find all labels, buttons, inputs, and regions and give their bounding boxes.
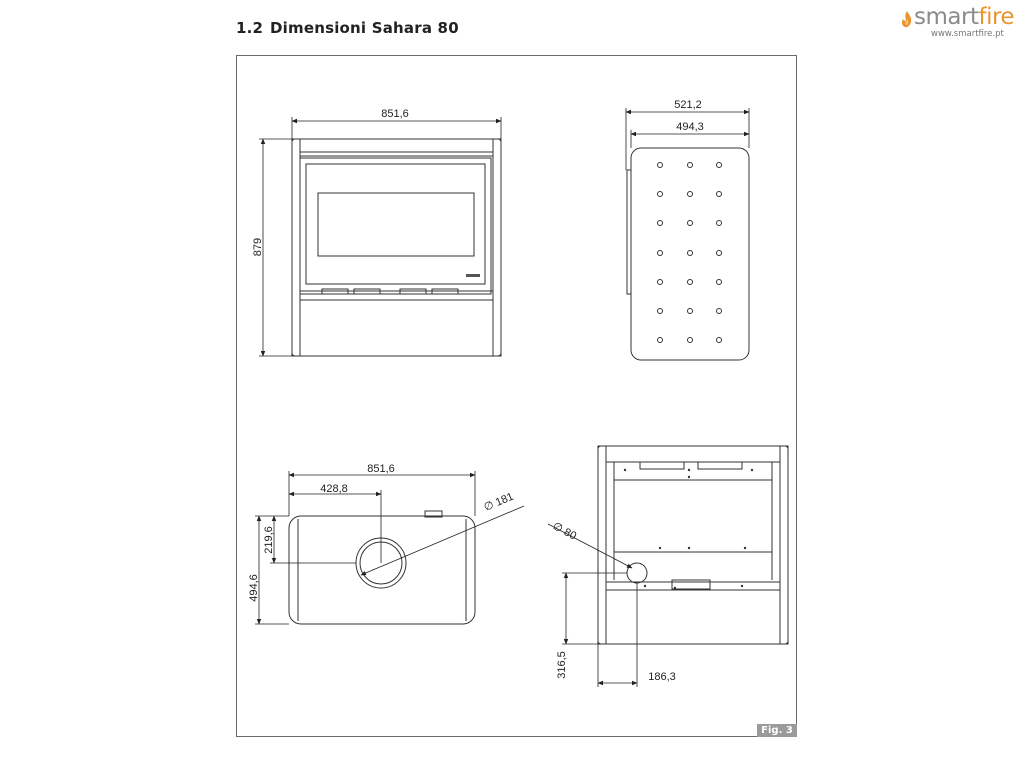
rear-inlet-offset-label: 186,3 <box>648 671 676 683</box>
rivet <box>687 475 691 479</box>
side-view-outline <box>630 147 750 361</box>
vent-hole <box>657 308 663 314</box>
logo-wordmark: smartfire <box>914 4 1015 30</box>
vent-hole <box>657 250 663 256</box>
section-title: Dimensioni Sahara 80 <box>270 19 459 37</box>
rear-view-air-inlet <box>626 562 648 584</box>
front-view-dimensions <box>259 117 502 357</box>
rivet <box>623 468 627 472</box>
vent-hole <box>687 191 693 197</box>
logo-word-smart: smart <box>914 4 979 30</box>
top-view <box>288 510 476 625</box>
front-width-label: 851,6 <box>381 108 409 120</box>
side-view-vent-holes <box>657 162 722 343</box>
vent-hole <box>687 308 693 314</box>
top-depth-label: 494,6 <box>248 574 260 602</box>
rear-view <box>597 445 789 645</box>
vent-hole <box>687 337 693 343</box>
logo-word-fire: fire <box>978 4 1015 30</box>
rivet <box>643 584 647 588</box>
rivet <box>750 468 754 472</box>
vent-hole <box>716 279 722 285</box>
vent-hole <box>687 250 693 256</box>
vent-hole <box>716 337 722 343</box>
front-view-outline <box>291 138 502 357</box>
front-view <box>291 138 502 357</box>
rear-inlet-height-label: 316,5 <box>556 651 568 679</box>
rear-inlet-leader <box>547 523 633 569</box>
rear-view-left-panel <box>597 445 607 645</box>
top-flue-diameter-leader <box>360 505 525 576</box>
top-view-outline <box>288 515 476 625</box>
vent-hole <box>657 279 663 285</box>
rivet <box>687 546 691 550</box>
vent-hole <box>687 279 693 285</box>
rivet <box>687 468 691 472</box>
rear-view-bracket <box>671 579 711 590</box>
front-view-vent-1 <box>321 288 349 295</box>
logo-url: www.smartfire.pt <box>931 29 1004 39</box>
rear-inlet-diameter-label: ∅ 80 <box>551 520 579 542</box>
front-view-vent-2 <box>353 288 381 295</box>
front-view-left-panel <box>291 138 301 357</box>
side-outer-label: 521,2 <box>674 99 702 111</box>
rear-view-outline <box>597 445 789 645</box>
rear-view-upper-panel-2 <box>697 461 743 470</box>
rear-view-base <box>605 589 781 645</box>
side-view <box>626 147 750 361</box>
rear-view-rivets <box>623 468 754 590</box>
vent-hole <box>687 220 693 226</box>
rivet <box>673 586 677 590</box>
top-view-dimensions <box>255 471 525 625</box>
front-view-door <box>305 163 486 285</box>
vent-hole <box>657 162 663 168</box>
rear-view-upper-panel <box>639 461 685 470</box>
brand-logo: smartfire www.smartfire.pt <box>900 4 1020 44</box>
rivet <box>740 584 744 588</box>
vent-hole <box>657 337 663 343</box>
top-flue-offset-label: 219,6 <box>263 526 275 554</box>
rivet <box>743 546 747 550</box>
side-inner-label: 494,3 <box>676 121 704 133</box>
top-flue-diameter-label: ∅ 181 <box>482 491 515 514</box>
vent-hole <box>716 162 722 168</box>
side-view-dimensions <box>625 108 750 170</box>
front-view-brand-plate <box>466 274 480 277</box>
section-number: 1.2 <box>236 19 264 37</box>
vent-hole <box>716 250 722 256</box>
front-view-door-frame <box>299 157 492 295</box>
front-view-vent-4 <box>431 288 459 295</box>
top-flue-center-label: 428,8 <box>320 483 348 495</box>
vent-hole <box>657 220 663 226</box>
figure-label: Fig. 3 <box>757 724 797 737</box>
front-view-vent-3 <box>399 288 427 295</box>
front-view-glass <box>317 192 475 257</box>
rivet <box>658 546 662 550</box>
top-width-label: 851,6 <box>367 463 395 475</box>
rear-view-right-panel <box>779 445 789 645</box>
vent-hole <box>657 191 663 197</box>
flame-icon <box>901 11 912 28</box>
rear-view-dimensions <box>547 523 638 687</box>
vent-hole <box>687 162 693 168</box>
vent-hole <box>716 220 722 226</box>
vent-hole <box>716 191 722 197</box>
front-height-label: 879 <box>252 238 264 256</box>
side-view-back-tab <box>626 169 632 295</box>
vent-hole <box>716 308 722 314</box>
drawing-frame <box>236 55 797 737</box>
front-view-right-panel <box>492 138 502 357</box>
top-view-flue-connector <box>424 510 443 518</box>
